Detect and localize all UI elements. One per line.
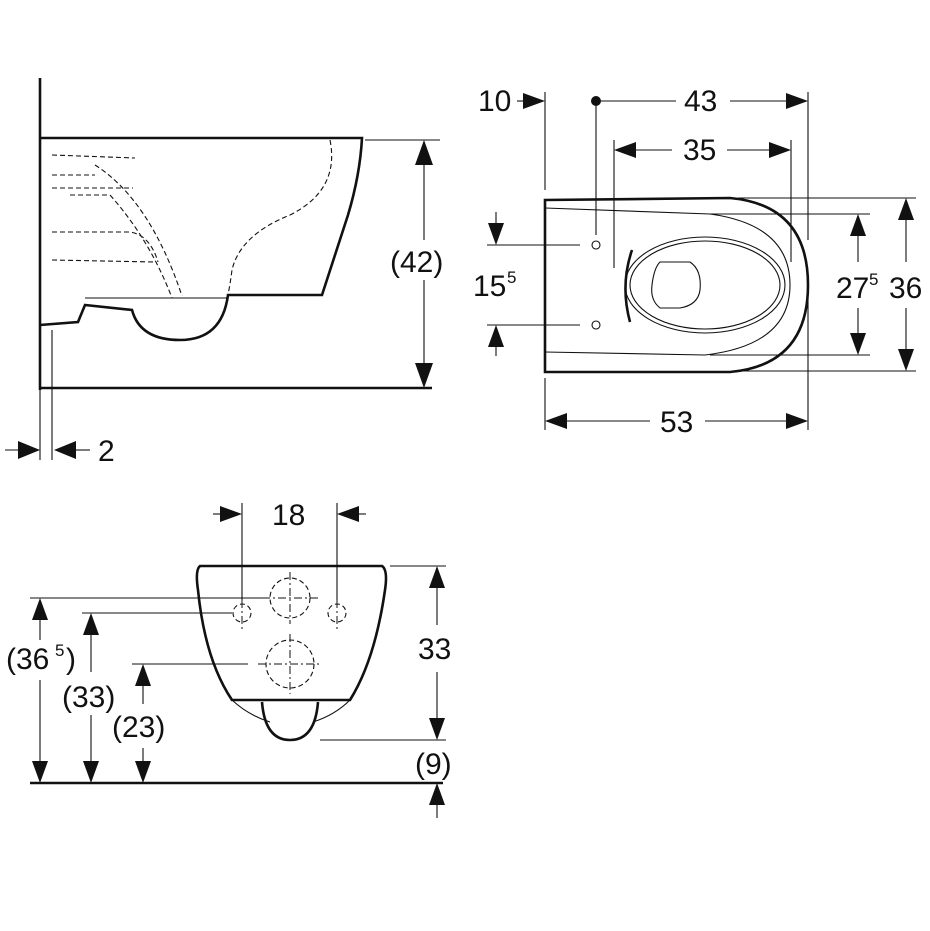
- bolt-height-sup: 5: [55, 641, 64, 660]
- height-arrow-top: [415, 140, 433, 165]
- mount-hole-upper: [591, 240, 601, 250]
- length-35-label: 35: [683, 134, 716, 167]
- arrow-10: [523, 93, 545, 109]
- top-outline: [543, 196, 810, 374]
- height-arrow-bottom: [415, 363, 433, 388]
- dim-23-arrow-bottom: [135, 761, 151, 783]
- gap-arrow-left: [18, 441, 40, 459]
- dim-155-arrow-down: [488, 325, 504, 347]
- trap-dashed: [51, 139, 333, 299]
- bowl-outline: [39, 136, 364, 342]
- total-length-label: 53: [660, 406, 693, 439]
- dim-33b-arrow-bottom: [83, 761, 99, 783]
- dim-53-arrow-left: [545, 413, 567, 429]
- dim-365-arrow-bottom: [32, 761, 48, 783]
- rear-lower: [231, 699, 351, 723]
- dim-53-arrow-right: [786, 413, 808, 429]
- top-rim: [544, 207, 791, 356]
- height-label: (42): [390, 246, 443, 279]
- dim-33b-arrow-top: [83, 613, 99, 635]
- rear-view: 18 33 (9) (36 5 ) (33) (23): [6, 499, 452, 818]
- hole-spacing-sup: 5: [507, 268, 516, 287]
- mount-hole-lower: [591, 320, 601, 330]
- inner-width-sup: 5: [869, 270, 878, 289]
- top-view: 10 43 35 15 5 27 5 36: [473, 85, 922, 439]
- seat-ring-inner: [629, 240, 781, 330]
- dim-155-arrow-up: [488, 223, 504, 245]
- bolt-height-label: (36: [6, 643, 49, 676]
- dim-33-arrow-top: [429, 566, 445, 588]
- dim-36-arrow-top: [898, 198, 914, 220]
- bowl-opening: [651, 261, 701, 309]
- outlet-top-label: (33): [62, 681, 115, 714]
- floor-gap-label: (9): [415, 748, 452, 781]
- length-43-label: 43: [684, 85, 717, 118]
- dim-9-arrow: [429, 783, 445, 805]
- dim-35-arrow-left: [614, 142, 636, 158]
- seat-ring: [624, 236, 786, 334]
- hole-spacing-label: 15: [473, 270, 506, 303]
- wall-gap-label: 2: [98, 435, 115, 468]
- seat-hinge: [624, 249, 634, 323]
- rear-height-label: 33: [418, 633, 451, 666]
- dim-43-arrow: [786, 93, 808, 109]
- dim-365-arrow-top: [32, 598, 48, 620]
- dim-18-arrow-left: [220, 506, 242, 522]
- outlet-center-label: (23): [112, 711, 165, 744]
- dim-23-arrow-top: [135, 664, 151, 686]
- gap-arrow-right: [54, 441, 76, 459]
- dim-275-arrow-top: [850, 214, 866, 236]
- side-view: (42) 2: [5, 78, 460, 468]
- height-label-bg: [388, 240, 460, 280]
- dim-36-arrow-bottom: [898, 349, 914, 371]
- outlet-shape: [260, 701, 320, 742]
- offset-label: 10: [478, 85, 511, 118]
- dim-35-arrow-right: [769, 142, 791, 158]
- width-label: 36: [889, 272, 922, 305]
- bolt-spacing-label: 18: [272, 499, 305, 532]
- dim-33-arrow-bottom: [429, 718, 445, 740]
- inner-width-label: 27: [836, 272, 869, 305]
- bolt-height-close: ): [66, 643, 76, 676]
- rear-outline: [195, 564, 388, 702]
- dim-275-arrow-bottom: [850, 333, 866, 355]
- dim-18-arrow-right: [337, 506, 359, 522]
